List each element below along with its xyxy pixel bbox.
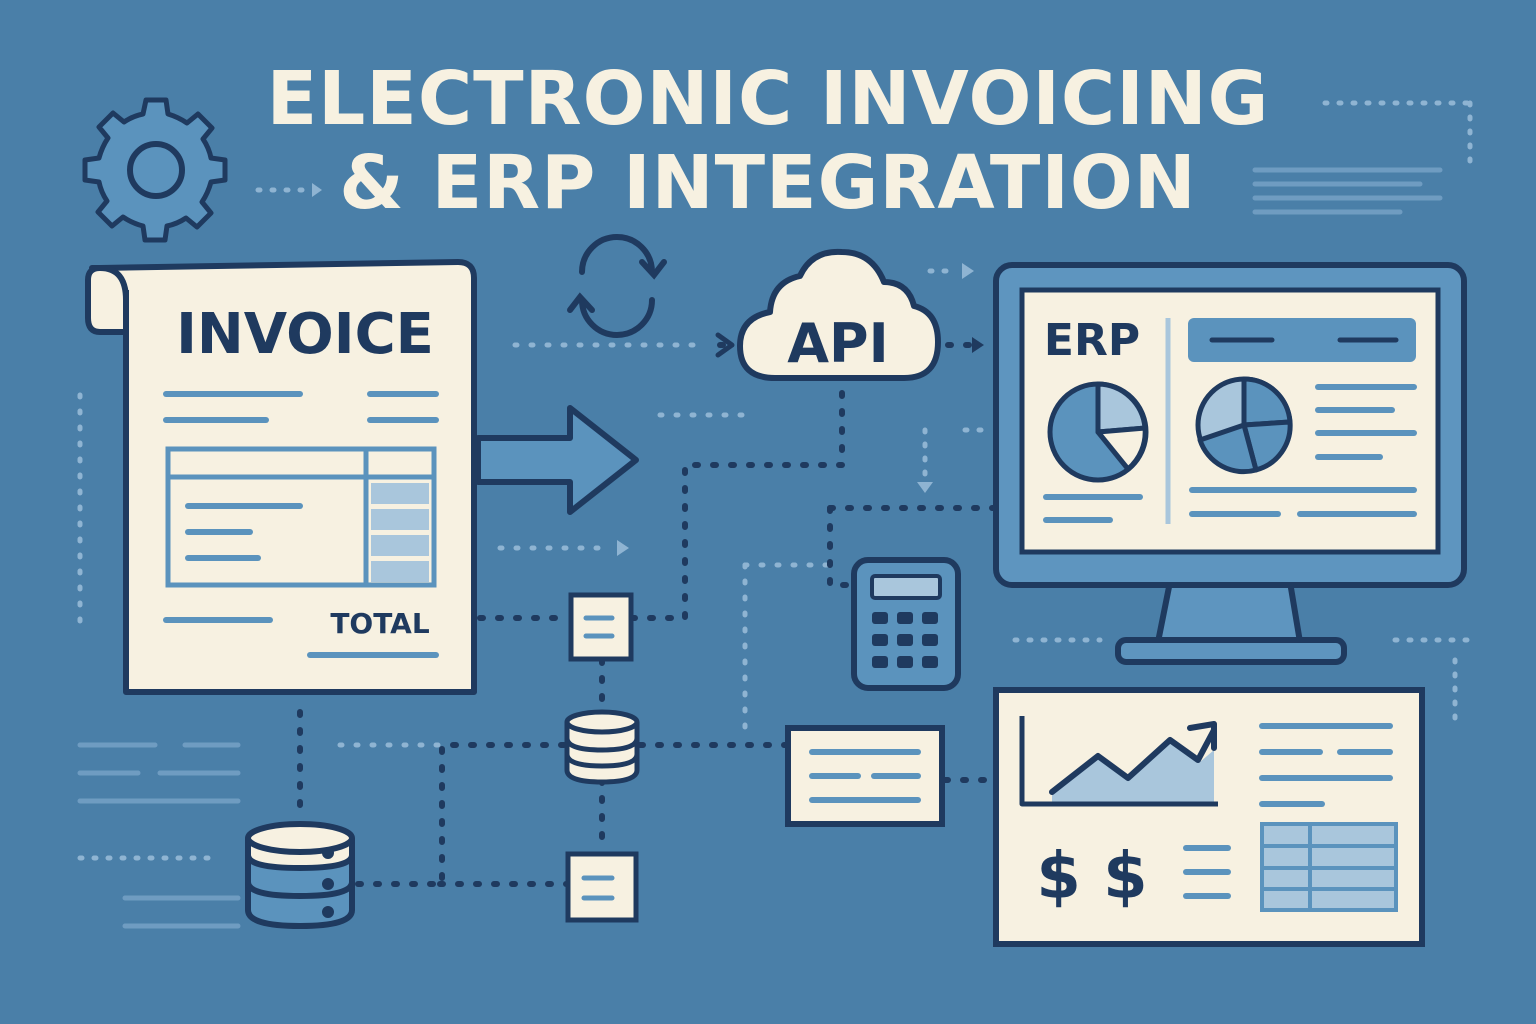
background-decoration <box>77 100 1478 929</box>
sync-icon <box>567 234 667 338</box>
cloud-icon: API <box>737 248 941 381</box>
database-icon <box>564 709 640 785</box>
database-icon-large <box>245 821 355 930</box>
summary-card <box>785 725 945 827</box>
pie-chart-icon <box>1047 381 1149 483</box>
api-label: API <box>787 312 888 375</box>
connectors <box>297 342 1003 887</box>
report-panel: $ $ <box>993 687 1425 947</box>
invoice-document: INVOICE TOTAL <box>85 259 477 695</box>
invoice-heading: INVOICE <box>176 302 434 367</box>
title-line-1: ELECTRONIC INVOICING <box>266 56 1270 142</box>
background-arrowheads <box>312 183 974 556</box>
title-line-2: & ERP INTEGRATION <box>339 140 1197 226</box>
report-table <box>1260 822 1398 912</box>
document-icon <box>568 592 634 662</box>
dollar-icon: $ $ <box>1036 840 1147 914</box>
gear-icon <box>82 97 228 243</box>
arrow-right-icon <box>475 405 639 515</box>
line-chart-icon <box>1019 716 1218 807</box>
erp-label: ERP <box>1044 315 1140 366</box>
connector-arrowheads <box>715 332 984 358</box>
calculator-icon <box>851 557 961 691</box>
pie-chart-icon-2 <box>1195 376 1293 475</box>
invoice-total-label: TOTAL <box>330 607 429 640</box>
monitor-icon: ERP <box>993 262 1467 665</box>
document-icon-bottom <box>565 851 639 923</box>
